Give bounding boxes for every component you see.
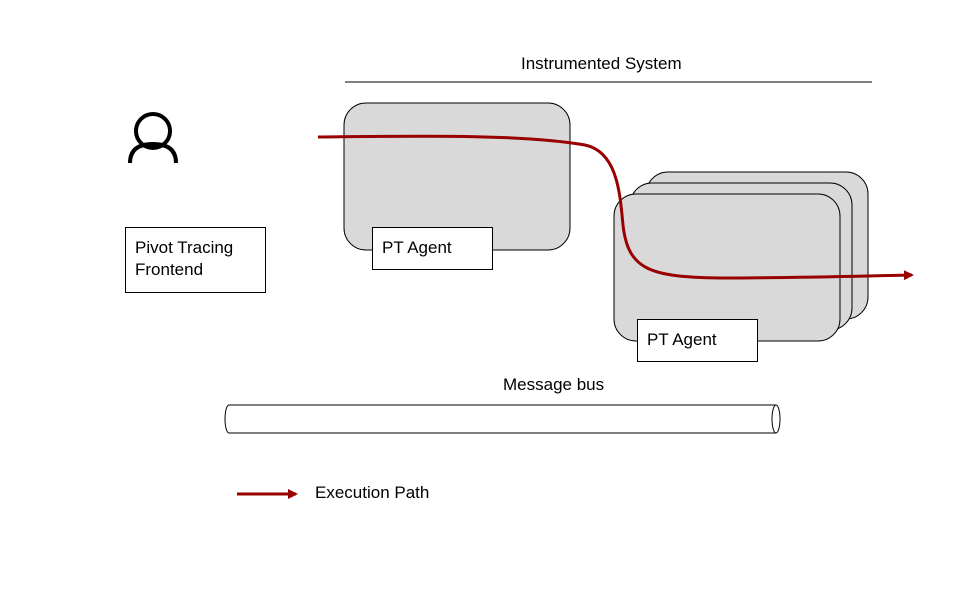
person-icon — [128, 112, 178, 164]
pt-agent-box-1: PT Agent — [372, 227, 493, 270]
frontend-box: Pivot Tracing Frontend — [125, 227, 266, 293]
frontend-label-line2: Frontend — [135, 260, 204, 279]
message-bus-label: Message bus — [503, 375, 605, 394]
frontend-label-line1: Pivot Tracing — [135, 238, 234, 257]
pt-agent-label-2: PT Agent — [647, 330, 717, 349]
execution-path-line — [317, 134, 914, 281]
pt-agent-label-1: PT Agent — [382, 238, 452, 257]
pt-agent-box-2: PT Agent — [637, 319, 758, 362]
system-title: Instrumented System — [521, 54, 682, 73]
legend-label: Execution Path — [315, 483, 430, 502]
message-bus-cylinder — [224, 404, 781, 434]
